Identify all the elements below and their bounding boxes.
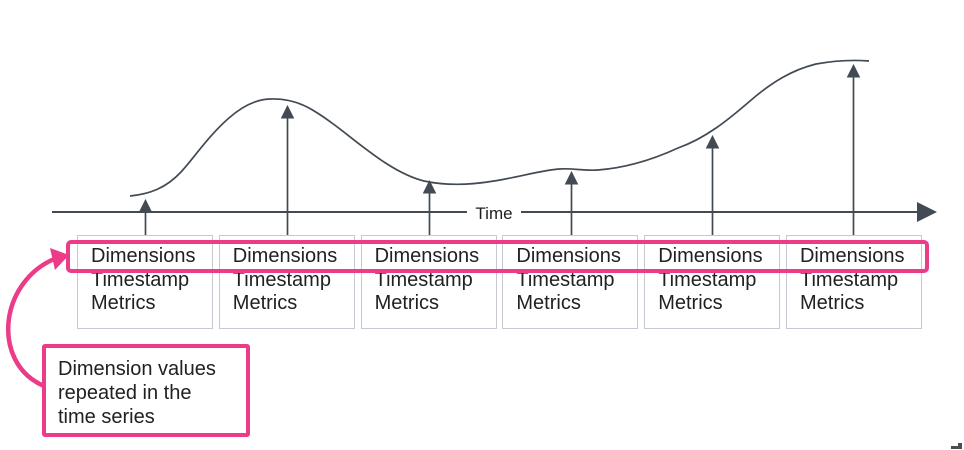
record-field-metrics: Metrics — [374, 292, 440, 314]
callout-arrowhead — [50, 248, 69, 270]
sample-arrows — [138, 63, 861, 235]
record-field-dimensions: Dimensions — [232, 245, 338, 267]
record-card: Dimensions Timestamp Metrics — [644, 235, 781, 329]
record-card: Dimensions Timestamp Metrics — [785, 235, 922, 329]
corner-artifact — [951, 443, 962, 449]
record-field-dimensions: Dimensions — [516, 245, 621, 267]
record-field-metrics: Metrics — [799, 292, 865, 314]
record-field-metrics: Metrics — [658, 292, 723, 314]
record-card: Dimensions Timestamp Metrics — [360, 235, 497, 329]
axis-label: Time — [475, 204, 512, 223]
record-field-timestamp: Timestamp — [374, 268, 473, 291]
record-field-metrics: Metrics — [232, 292, 298, 314]
callout-arrow — [6, 257, 55, 389]
record-field-timestamp: Timestamp — [232, 268, 331, 291]
time-series-curve — [129, 59, 870, 197]
record-field-timestamp: Timestamp — [799, 268, 899, 291]
callout-line: repeated in the — [58, 382, 192, 404]
record-card: Dimensions Timestamp Metrics — [218, 235, 355, 329]
record-field-dimensions: Dimensions — [91, 245, 196, 267]
record-field-metrics: Metrics — [516, 292, 581, 314]
callout-line: Dimension values — [58, 358, 216, 380]
record-field-timestamp: Timestamp — [658, 268, 757, 291]
callout-line: time series — [58, 406, 155, 428]
axis-label-bg — [467, 199, 521, 225]
records-row: Dimensions Timestamp Metrics Dimensions … — [77, 235, 922, 329]
record-field-dimensions: Dimensions — [374, 245, 480, 267]
record-card: Dimensions Timestamp Metrics — [502, 235, 639, 329]
record-field-dimensions: Dimensions — [658, 245, 763, 267]
callout-box: Dimension values repeated in the time se… — [42, 344, 250, 437]
record-field-metrics: Metrics — [91, 292, 156, 314]
record-field-dimensions: Dimensions — [799, 245, 905, 267]
record-card: Dimensions Timestamp Metrics — [77, 235, 213, 329]
record-field-timestamp: Timestamp — [91, 268, 190, 291]
record-field-timestamp: Timestamp — [516, 268, 615, 291]
